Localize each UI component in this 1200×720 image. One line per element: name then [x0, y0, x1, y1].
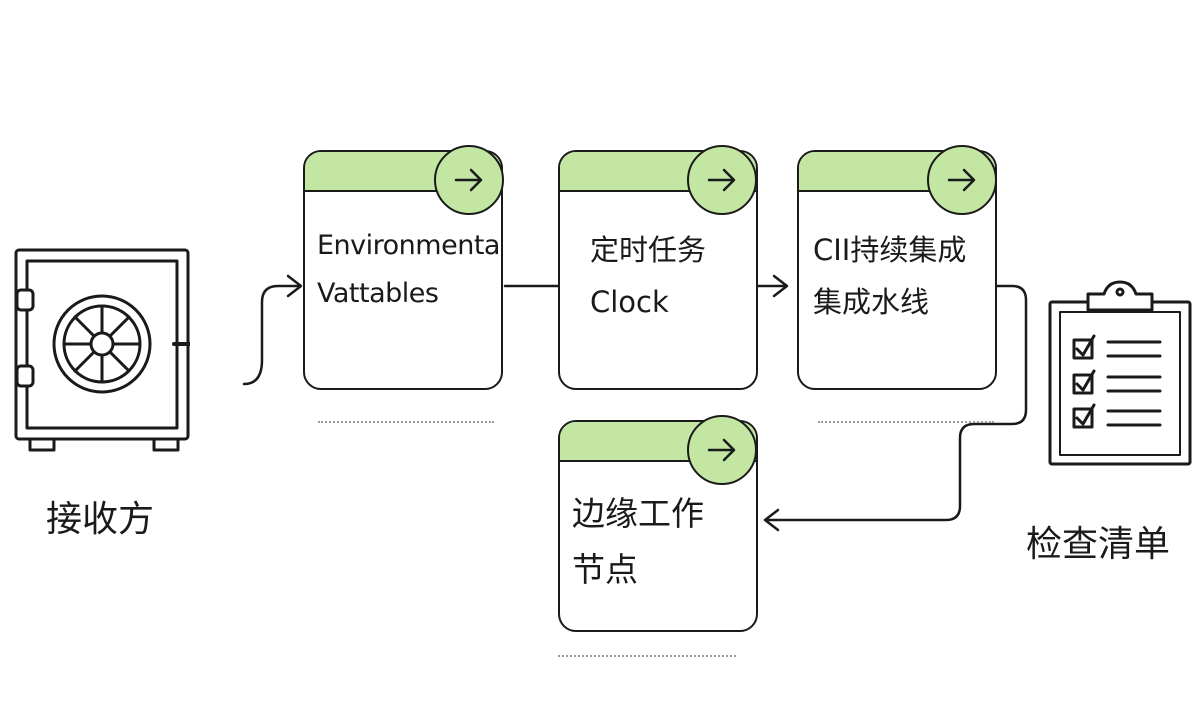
dotted-separator — [318, 421, 494, 423]
card-line-2: 节点 — [572, 550, 638, 589]
clipboard-checklist-icon — [1048, 280, 1192, 466]
card-title: CII持续集成 集成水线 — [813, 224, 987, 328]
card-title: Environmental Vattables — [317, 222, 503, 318]
arrowhead-ci — [772, 274, 789, 298]
card-line-2: Vattables — [317, 278, 439, 309]
card-title: 边缘工作 节点 — [572, 486, 748, 598]
card-title: 定时任务 Clock — [590, 224, 748, 328]
card-line-2: 集成水线 — [813, 285, 930, 319]
arrow-right-icon[interactable] — [687, 415, 757, 485]
arrowhead-env — [286, 274, 303, 298]
receiver-label: 接收方 — [46, 499, 155, 540]
arrow-right-icon[interactable] — [434, 145, 504, 215]
card-line-1: 边缘工作 — [572, 494, 704, 533]
safe-icon — [14, 248, 190, 452]
arrowhead-edge — [763, 508, 780, 532]
card-line-1: Environmental — [317, 230, 503, 261]
arrow-right-icon[interactable] — [687, 145, 757, 215]
connector-ci-to-edge — [764, 284, 1028, 522]
arrow-right-icon[interactable] — [927, 145, 997, 215]
connector-safe-to-env — [242, 284, 302, 386]
checklist-label: 检查清单 — [1026, 524, 1171, 565]
card-line-2: Clock — [590, 285, 669, 319]
dotted-separator — [818, 421, 994, 423]
dotted-separator — [558, 655, 736, 657]
card-edge-worker-node[interactable]: 边缘工作 节点 — [558, 420, 758, 632]
card-line-1: CII持续集成 — [813, 233, 967, 267]
card-line-1: 定时任务 — [590, 233, 707, 267]
